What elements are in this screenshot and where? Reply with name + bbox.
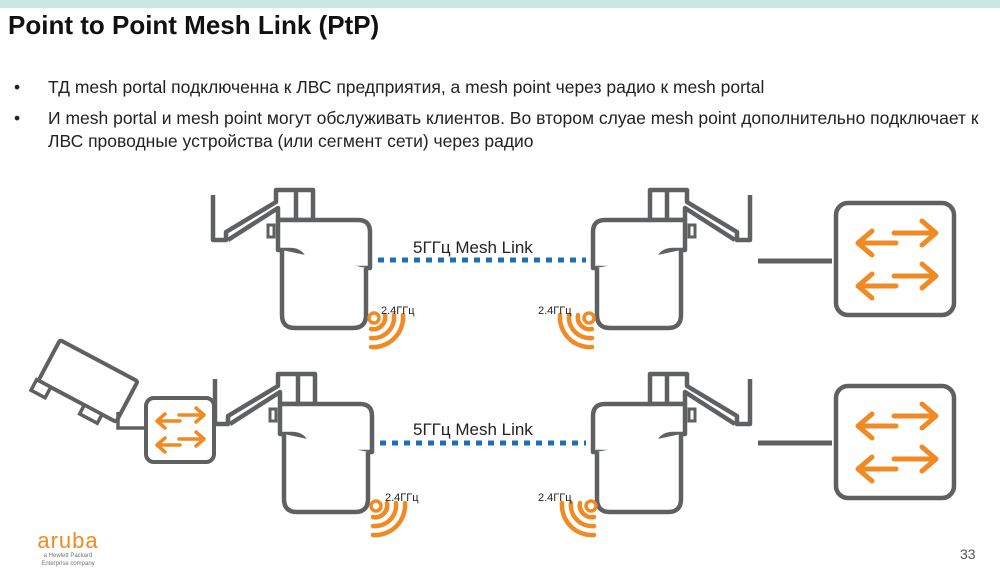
bullet-dot: • <box>14 77 21 97</box>
row2-left-radio-icon <box>371 501 405 535</box>
bullet-item: • ТД mesh portal подключенна к ЛВС предп… <box>14 76 994 99</box>
row2-right-radio-label: 2.4ГГц <box>538 492 572 504</box>
row2-left-radio-label: 2.4ГГц <box>385 492 419 504</box>
row2-mesh-point-ap <box>215 374 372 512</box>
row2-mesh-link-label: 5ГГц Mesh Link <box>413 420 533 439</box>
row2-mesh-portal-ap <box>593 374 750 512</box>
row1-right-radio-icon <box>560 313 594 347</box>
logo-brand: aruba <box>37 528 99 553</box>
bullet-item: • И mesh portal и mesh point могут обслу… <box>14 107 994 153</box>
row2-switch-icon <box>836 386 954 498</box>
logo-subtitle-1: a Hewlett Packard <box>43 553 93 559</box>
row2-local-switch-icon <box>144 396 216 464</box>
camera-icon <box>28 338 146 430</box>
logo-subtitle-2: Enterprise company <box>41 561 95 567</box>
row1-left-radio-label: 2.4ГГц <box>381 305 415 317</box>
row1-mesh-point-ap <box>213 190 370 328</box>
bullet-dot: • <box>14 108 21 128</box>
aruba-logo: aruba a Hewlett Packard Enterprise compa… <box>33 530 103 568</box>
page-number: 33 <box>960 546 976 562</box>
row2-right-radio-icon <box>562 501 596 535</box>
row1-mesh-link-label: 5ГГц Mesh Link <box>413 238 533 257</box>
bullet-text: ТД mesh portal подключенна к ЛВС предпри… <box>48 77 765 97</box>
row1-left-radio-icon <box>369 313 403 347</box>
row1-mesh-portal-ap <box>593 190 750 328</box>
bullet-list: • ТД mesh portal подключенна к ЛВС предп… <box>14 76 994 161</box>
row1-right-radio-label: 2.4ГГц <box>538 305 572 317</box>
bullet-text: И mesh portal и mesh point могут обслужи… <box>48 108 979 151</box>
top-accent-bar <box>0 0 1000 8</box>
slide-title: Point to Point Mesh Link (PtP) <box>8 10 380 40</box>
row1-switch-icon <box>836 203 954 315</box>
